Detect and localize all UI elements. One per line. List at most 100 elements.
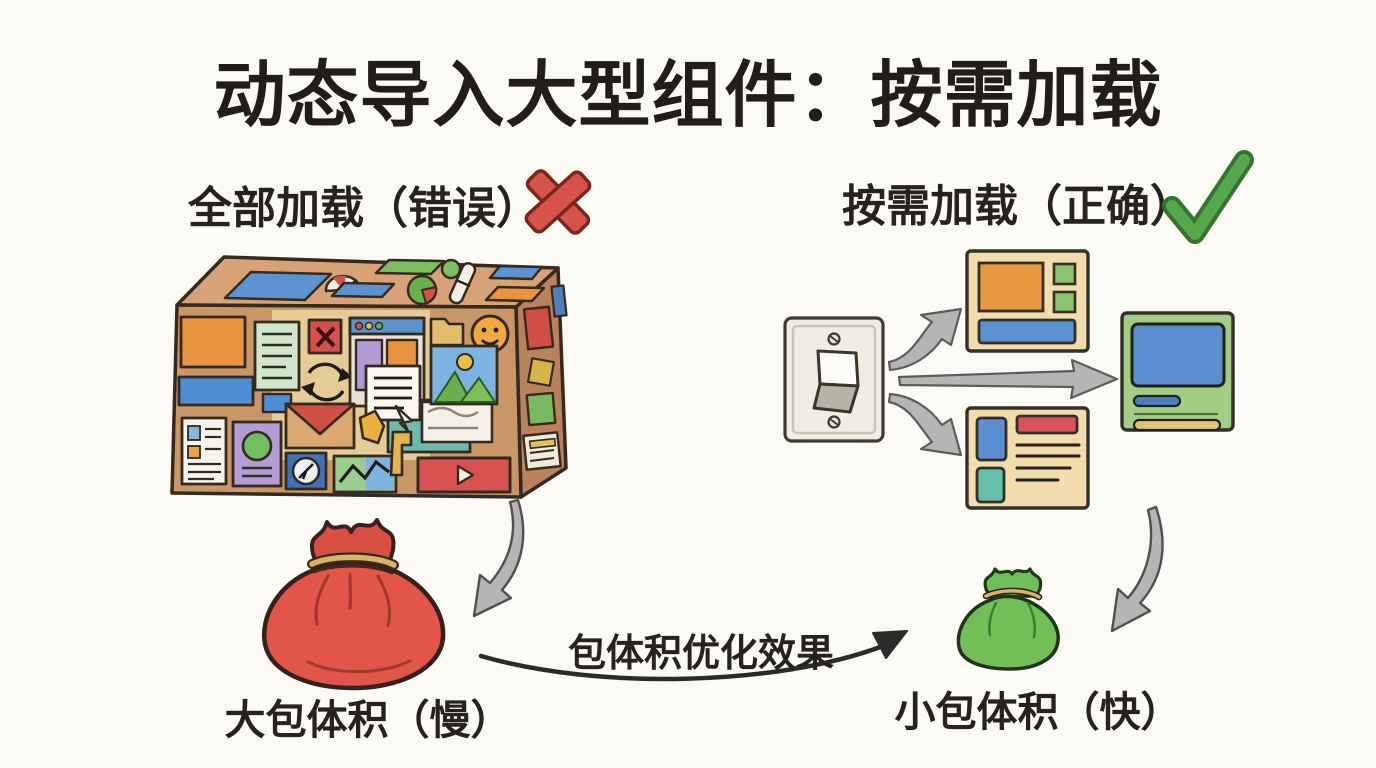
smiley-eye bbox=[493, 327, 499, 333]
arrow-shape bbox=[1110, 505, 1164, 633]
component-box-illustration bbox=[170, 255, 568, 499]
component-card-bottom bbox=[965, 406, 1090, 510]
component-card-top bbox=[965, 249, 1090, 353]
bag-creases bbox=[988, 601, 1036, 639]
box-top-widgets bbox=[223, 258, 546, 306]
panel-widget bbox=[385, 338, 419, 368]
tie-line bbox=[312, 564, 394, 575]
list-thumb bbox=[187, 425, 201, 441]
sketch-card-widget bbox=[420, 400, 494, 444]
widget-tile bbox=[374, 258, 446, 276]
arrow-shape bbox=[472, 498, 525, 618]
box-front-widgets bbox=[177, 314, 512, 494]
loaded-component-card bbox=[1120, 311, 1235, 432]
widget-tile bbox=[488, 264, 544, 281]
document-lines bbox=[262, 332, 292, 380]
card-thumb bbox=[975, 416, 1008, 462]
widget-tile bbox=[484, 285, 546, 303]
large-bundle-label: 大包体积（慢） bbox=[224, 696, 512, 744]
side-card-lines bbox=[529, 449, 555, 462]
smiley-eye bbox=[481, 327, 487, 333]
heading-load-on-demand: 按需加载（正确） bbox=[842, 181, 1194, 232]
arrow-to-bottom-component-icon bbox=[887, 392, 963, 457]
hero-banner-widget bbox=[179, 315, 247, 369]
bag-body bbox=[261, 560, 446, 691]
page-title: 动态导入大型组件：按需加载 bbox=[213, 53, 1163, 137]
component-pill bbox=[1132, 418, 1222, 432]
pie-slice bbox=[421, 286, 438, 304]
component-screen bbox=[1130, 322, 1226, 388]
fanout-arrows bbox=[887, 307, 1119, 457]
check-stroke bbox=[1166, 154, 1250, 240]
optimization-arrow-icon bbox=[478, 630, 908, 682]
switch-toggle-top bbox=[816, 349, 860, 388]
arrow-curve bbox=[478, 643, 886, 682]
list-lines bbox=[188, 427, 221, 481]
arrow-to-top-component-icon bbox=[887, 307, 963, 372]
optimization-label: 包体积优化效果 bbox=[567, 631, 834, 675]
close-icon bbox=[315, 326, 336, 348]
large-bundle-bag-illustration bbox=[261, 518, 446, 691]
mountain-icon bbox=[459, 376, 497, 403]
sketch-lines bbox=[427, 406, 479, 430]
side-card-bar bbox=[528, 437, 557, 450]
tie-rope bbox=[984, 589, 1041, 599]
play-icon bbox=[456, 464, 475, 486]
envelope-flap bbox=[284, 402, 356, 436]
check-mark-icon bbox=[1162, 150, 1254, 244]
refresh-arrowhead bbox=[301, 382, 315, 396]
bag-body bbox=[956, 594, 1060, 671]
screw-slot bbox=[829, 335, 839, 343]
shape-widget bbox=[358, 409, 386, 445]
side-tile bbox=[526, 357, 556, 387]
card-lines bbox=[1015, 443, 1081, 482]
list-thumb bbox=[187, 445, 201, 459]
on-demand-flow-illustration bbox=[783, 249, 1235, 510]
card-bar bbox=[977, 318, 1077, 345]
arrowhead bbox=[872, 630, 908, 659]
smiley-mouth bbox=[481, 338, 499, 346]
side-tile bbox=[525, 391, 557, 427]
tie-rope bbox=[309, 554, 397, 568]
folder-icon bbox=[429, 317, 465, 347]
refresh-icon bbox=[307, 362, 345, 402]
bracket-widget bbox=[389, 430, 413, 477]
card-chip bbox=[1052, 290, 1077, 314]
side-tile bbox=[522, 305, 555, 351]
small-bundle-bag-illustration bbox=[956, 567, 1060, 671]
compass-needle bbox=[298, 463, 314, 480]
cross-mark-icon bbox=[524, 169, 592, 235]
widget-tile bbox=[223, 270, 333, 302]
refresh-arrowhead bbox=[338, 368, 352, 382]
sun-icon bbox=[456, 353, 474, 371]
profile-lines bbox=[242, 466, 272, 478]
slider-notch bbox=[455, 278, 471, 288]
widget-tile bbox=[330, 281, 396, 299]
dot-widget bbox=[440, 258, 462, 280]
small-bundle-label: 小包体积（快） bbox=[894, 688, 1182, 736]
component-pill bbox=[1132, 394, 1182, 408]
box-side-widgets bbox=[522, 284, 568, 471]
card-thumb bbox=[975, 466, 1006, 504]
card-chip bbox=[1052, 262, 1077, 286]
line-chart-icon bbox=[338, 459, 390, 484]
light-switch-illustration bbox=[783, 316, 885, 443]
card-hero-block bbox=[977, 261, 1045, 313]
curved-arrow-to-large-bundle-icon bbox=[472, 498, 525, 618]
window-dot bbox=[354, 321, 364, 331]
bar-widget bbox=[177, 375, 255, 407]
cross-bar bbox=[524, 170, 592, 234]
switch-plate-inner bbox=[791, 324, 877, 435]
card-bar bbox=[1015, 414, 1079, 435]
window-dot bbox=[374, 321, 384, 331]
switch-toggle-bottom bbox=[812, 382, 860, 414]
heading-load-all: 全部加载（错误） bbox=[188, 183, 540, 234]
bag-creases bbox=[306, 572, 412, 674]
curved-arrow-to-small-bundle-icon bbox=[1110, 505, 1164, 633]
cursor-icon bbox=[394, 404, 414, 433]
side-tile bbox=[550, 284, 568, 318]
avatar bbox=[241, 430, 273, 462]
mountain-icon bbox=[433, 370, 473, 403]
screw-slot bbox=[829, 418, 839, 426]
